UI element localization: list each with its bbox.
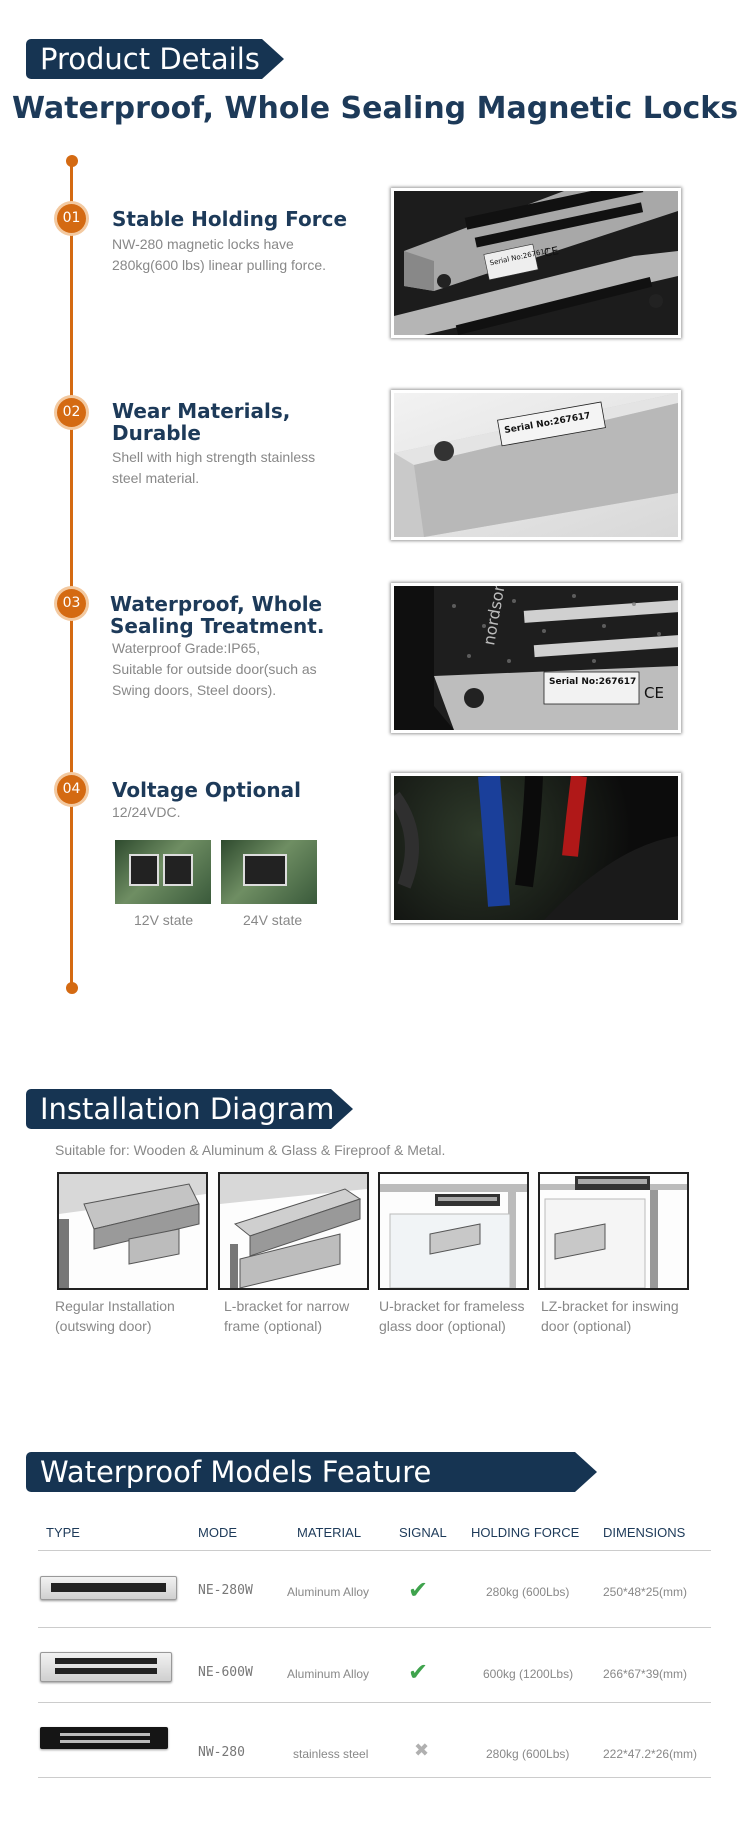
table-cell-dimensions: 266*67*39(mm) [603,1667,688,1681]
ce-mark: CE [644,684,664,702]
ce-mark: CE [543,244,560,260]
feature-number-badge: 04 [57,775,86,804]
installation-image-regular [57,1172,208,1290]
table-divider [38,1627,711,1628]
table-cell-holding-force: 280kg (600Lbs) [486,1747,570,1761]
voltage-24v-image [221,840,317,904]
timeline-line [70,158,73,988]
section-banner-comparison: Waterproof Models Feature Comparison [26,1452,597,1492]
feature-title: Voltage Optional [112,778,301,802]
installation-image-l-bracket [218,1172,369,1290]
cross-icon: ✖ [414,1740,430,1760]
table-divider [38,1702,711,1703]
timeline-end-dot [66,982,78,994]
section-banner-installation: Installation Diagram [26,1089,353,1129]
column-header-dimensions: DIMENSIONS [603,1525,686,1540]
table-divider [38,1777,711,1778]
serial-label: Serial No:267617 [549,677,636,687]
section-banner-product-details: Product Details [26,39,284,79]
column-header-type: TYPE [46,1525,80,1540]
lock-image-ne280w [40,1576,177,1600]
lock-image-nw280 [40,1727,168,1749]
table-cell-holding-force: 600kg (1200Lbs) [483,1667,574,1681]
section-title: Product Details [40,42,260,76]
product-photo-waterproof: Serial No:267617 CE nordson [391,583,681,733]
timeline-start-dot [66,155,78,167]
table-cell-mode: NE-280W [198,1583,253,1598]
page-title: Waterproof, Whole Sealing Magnetic Locks [11,91,739,126]
check-icon: ✔ [408,1577,429,1604]
voltage-24v-label: 24V state [243,912,303,928]
table-cell-dimensions: 250*48*25(mm) [603,1585,688,1599]
section-title: Waterproof Models Feature Comparison [40,1455,432,1529]
feature-description: Waterproof Grade:IP65,Suitable for outsi… [112,640,317,698]
product-photo-materials: Serial No:267617 [391,390,681,540]
table-cell-dimensions: 222*47.2*26(mm) [603,1747,698,1761]
feature-number-badge: 02 [57,398,86,427]
feature-description: 12/24VDC. [112,804,181,820]
table-cell-mode: NE-600W [198,1665,253,1680]
lock-image-ne600w [40,1652,172,1682]
table-divider [38,1550,711,1551]
installation-image-lz-bracket [538,1172,689,1290]
voltage-12v-label: 12V state [134,912,194,928]
column-header-holding-force: HOLDING FORCE [471,1525,580,1540]
installation-caption: Regular Installation(outswing door) [55,1298,175,1334]
product-photo-holding-force: Serial No:267617 CE [391,188,681,338]
table-cell-material: Aluminum Alloy [287,1667,370,1681]
table-cell-mode: NW-280 [198,1745,245,1760]
feature-title: Stable Holding Force [112,207,348,231]
product-photo-wires [391,773,681,923]
feature-title: Wear Materials,Durable [112,399,291,445]
column-header-material: MATERIAL [297,1525,362,1540]
installation-image-u-bracket [378,1172,529,1290]
table-cell-material: stainless steel [293,1747,369,1761]
check-icon: ✔ [408,1659,429,1686]
suitable-materials-text: Suitable for: Wooden & Aluminum & Glass … [55,1142,446,1158]
column-header-signal: SIGNAL [399,1525,447,1540]
table-cell-material: Aluminum Alloy [287,1585,370,1599]
feature-number-badge: 03 [57,589,86,618]
voltage-12v-image [115,840,211,904]
feature-number-badge: 01 [57,204,86,233]
section-title: Installation Diagram [40,1092,335,1126]
column-header-mode: MODE [198,1525,237,1540]
table-cell-holding-force: 280kg (600Lbs) [486,1585,570,1599]
